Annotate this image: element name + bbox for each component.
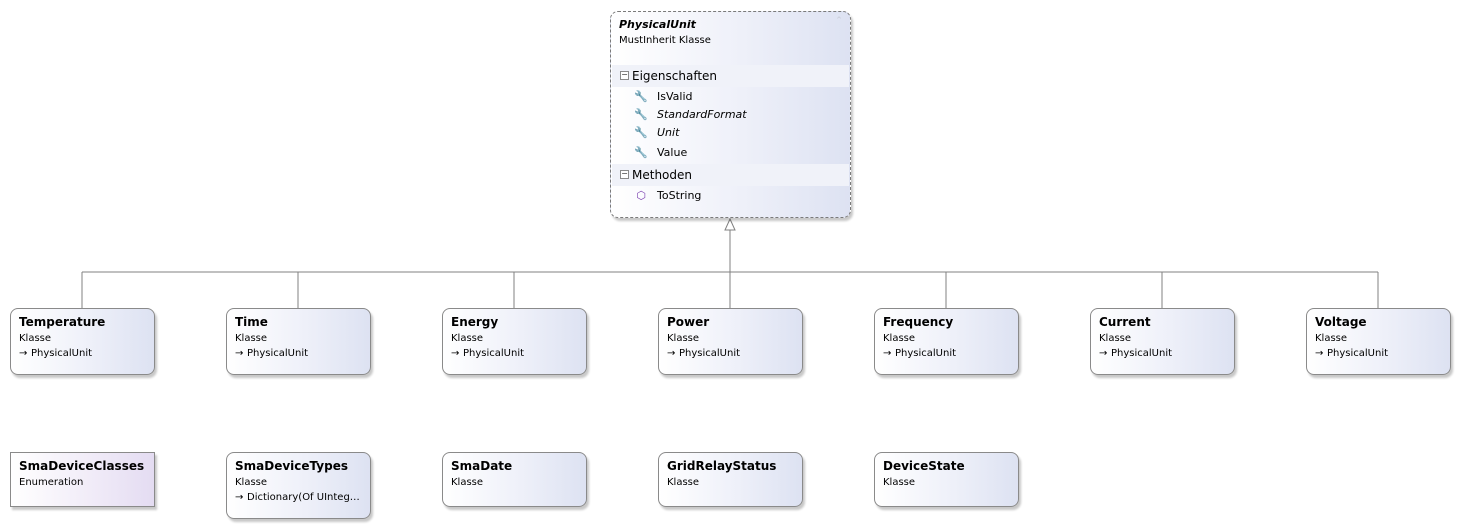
property-isvalid[interactable]: 🔧 IsValid <box>633 90 692 103</box>
inherits-arrow-icon: → <box>235 348 244 359</box>
class-box-smadevicetypes[interactable]: SmaDeviceTypes Klasse →Dictionary(Of UIn… <box>226 452 371 519</box>
inherits-arrow-icon: → <box>667 348 676 359</box>
inherits-arrow-icon: → <box>451 348 460 359</box>
class-kind: Klasse <box>235 477 268 488</box>
member-name: Value <box>657 146 688 159</box>
member-name: StandardFormat <box>657 108 747 121</box>
class-kind: Klasse <box>667 333 700 344</box>
collapse-minus-icon[interactable]: − <box>620 70 629 80</box>
method-cube-icon: ⬡ <box>636 189 646 202</box>
class-kind: MustInherit Klasse <box>619 35 711 46</box>
wrench-icon: 🔧 <box>634 90 648 103</box>
class-kind: Klasse <box>19 333 52 344</box>
enum-box-smadeviceclasses[interactable]: SmaDeviceClasses Enumeration <box>10 452 155 507</box>
inheritance-arrowhead-icon <box>724 217 736 231</box>
inherits-arrow-icon: → <box>235 492 244 503</box>
class-name: PhysicalUnit <box>619 18 696 31</box>
class-name: Frequency <box>883 315 954 329</box>
class-name: Energy <box>451 315 499 329</box>
class-box-current[interactable]: Current Klasse →PhysicalUnit <box>1090 308 1235 375</box>
class-name: SmaDeviceClasses <box>19 459 145 473</box>
class-box-time[interactable]: Time Klasse →PhysicalUnit <box>226 308 371 375</box>
wrench-icon: 🔧 <box>634 146 648 159</box>
class-box-devicestate[interactable]: DeviceState Klasse <box>874 452 1019 507</box>
class-box-voltage[interactable]: Voltage Klasse →PhysicalUnit <box>1306 308 1451 375</box>
base-type: →Dictionary(Of UInteger, ...) <box>235 492 363 503</box>
section-label: Eigenschaften <box>632 69 718 83</box>
section-properties-header[interactable]: − Eigenschaften <box>612 65 849 87</box>
class-kind: Klasse <box>883 477 916 488</box>
member-name: IsValid <box>657 90 693 103</box>
inherits-arrow-icon: → <box>19 348 28 359</box>
section-label: Methoden <box>632 168 692 182</box>
class-name: Temperature <box>19 315 106 329</box>
base-type: →PhysicalUnit <box>451 348 579 359</box>
class-kind: Klasse <box>235 333 268 344</box>
base-type: →PhysicalUnit <box>19 348 147 359</box>
class-name: Current <box>1099 315 1151 329</box>
property-standardformat[interactable]: 🔧 StandardFormat <box>633 108 747 121</box>
section-methods-header[interactable]: − Methoden <box>612 164 849 186</box>
member-name: ToString <box>657 189 702 202</box>
class-box-temperature[interactable]: Temperature Klasse →PhysicalUnit <box>10 308 155 375</box>
class-kind: Klasse <box>451 333 484 344</box>
inherits-arrow-icon: → <box>1315 348 1324 359</box>
class-box-physicalunit[interactable]: PhysicalUnit MustInherit Klasse ⌃ − Eige… <box>610 11 851 218</box>
base-type: →PhysicalUnit <box>883 348 1011 359</box>
class-name: GridRelayStatus <box>667 459 777 473</box>
class-kind: Enumeration <box>19 477 84 488</box>
wrench-icon: 🔧 <box>634 126 648 139</box>
property-value[interactable]: 🔧 Value <box>633 146 687 159</box>
collapse-chevron-icon[interactable]: ⌃ <box>835 16 843 26</box>
class-kind: Klasse <box>1315 333 1348 344</box>
class-kind: Klasse <box>883 333 916 344</box>
base-type-name: Dictionary(Of UInteger, ...) <box>247 492 363 503</box>
class-name: Power <box>667 315 710 329</box>
class-kind: Klasse <box>1099 333 1132 344</box>
class-box-power[interactable]: Power Klasse →PhysicalUnit <box>658 308 803 375</box>
base-type: →PhysicalUnit <box>1099 348 1227 359</box>
inherits-arrow-icon: → <box>1099 348 1108 359</box>
base-type-name: PhysicalUnit <box>247 348 309 359</box>
base-type: →PhysicalUnit <box>667 348 795 359</box>
base-type-name: PhysicalUnit <box>1111 348 1173 359</box>
property-unit[interactable]: 🔧 Unit <box>633 126 679 139</box>
class-kind: Klasse <box>667 477 700 488</box>
class-name: Time <box>235 315 268 329</box>
class-name: SmaDate <box>451 459 513 473</box>
base-type-name: PhysicalUnit <box>31 348 93 359</box>
method-tostring[interactable]: ⬡ ToString <box>633 189 701 202</box>
class-box-frequency[interactable]: Frequency Klasse →PhysicalUnit <box>874 308 1019 375</box>
inherits-arrow-icon: → <box>883 348 892 359</box>
base-type-name: PhysicalUnit <box>463 348 525 359</box>
base-type-name: PhysicalUnit <box>1327 348 1389 359</box>
base-type: →PhysicalUnit <box>235 348 363 359</box>
class-name: SmaDeviceTypes <box>235 459 348 473</box>
class-box-gridrelaystatus[interactable]: GridRelayStatus Klasse <box>658 452 803 507</box>
base-type-name: PhysicalUnit <box>895 348 957 359</box>
class-box-energy[interactable]: Energy Klasse →PhysicalUnit <box>442 308 587 375</box>
wrench-star-icon: 🔧 <box>634 108 648 121</box>
class-box-smadate[interactable]: SmaDate Klasse <box>442 452 587 507</box>
base-type: →PhysicalUnit <box>1315 348 1443 359</box>
class-name: DeviceState <box>883 459 965 473</box>
class-kind: Klasse <box>451 477 484 488</box>
class-name: Voltage <box>1315 315 1367 329</box>
member-name: Unit <box>657 126 680 139</box>
collapse-minus-icon[interactable]: − <box>620 169 629 179</box>
base-type-name: PhysicalUnit <box>679 348 741 359</box>
